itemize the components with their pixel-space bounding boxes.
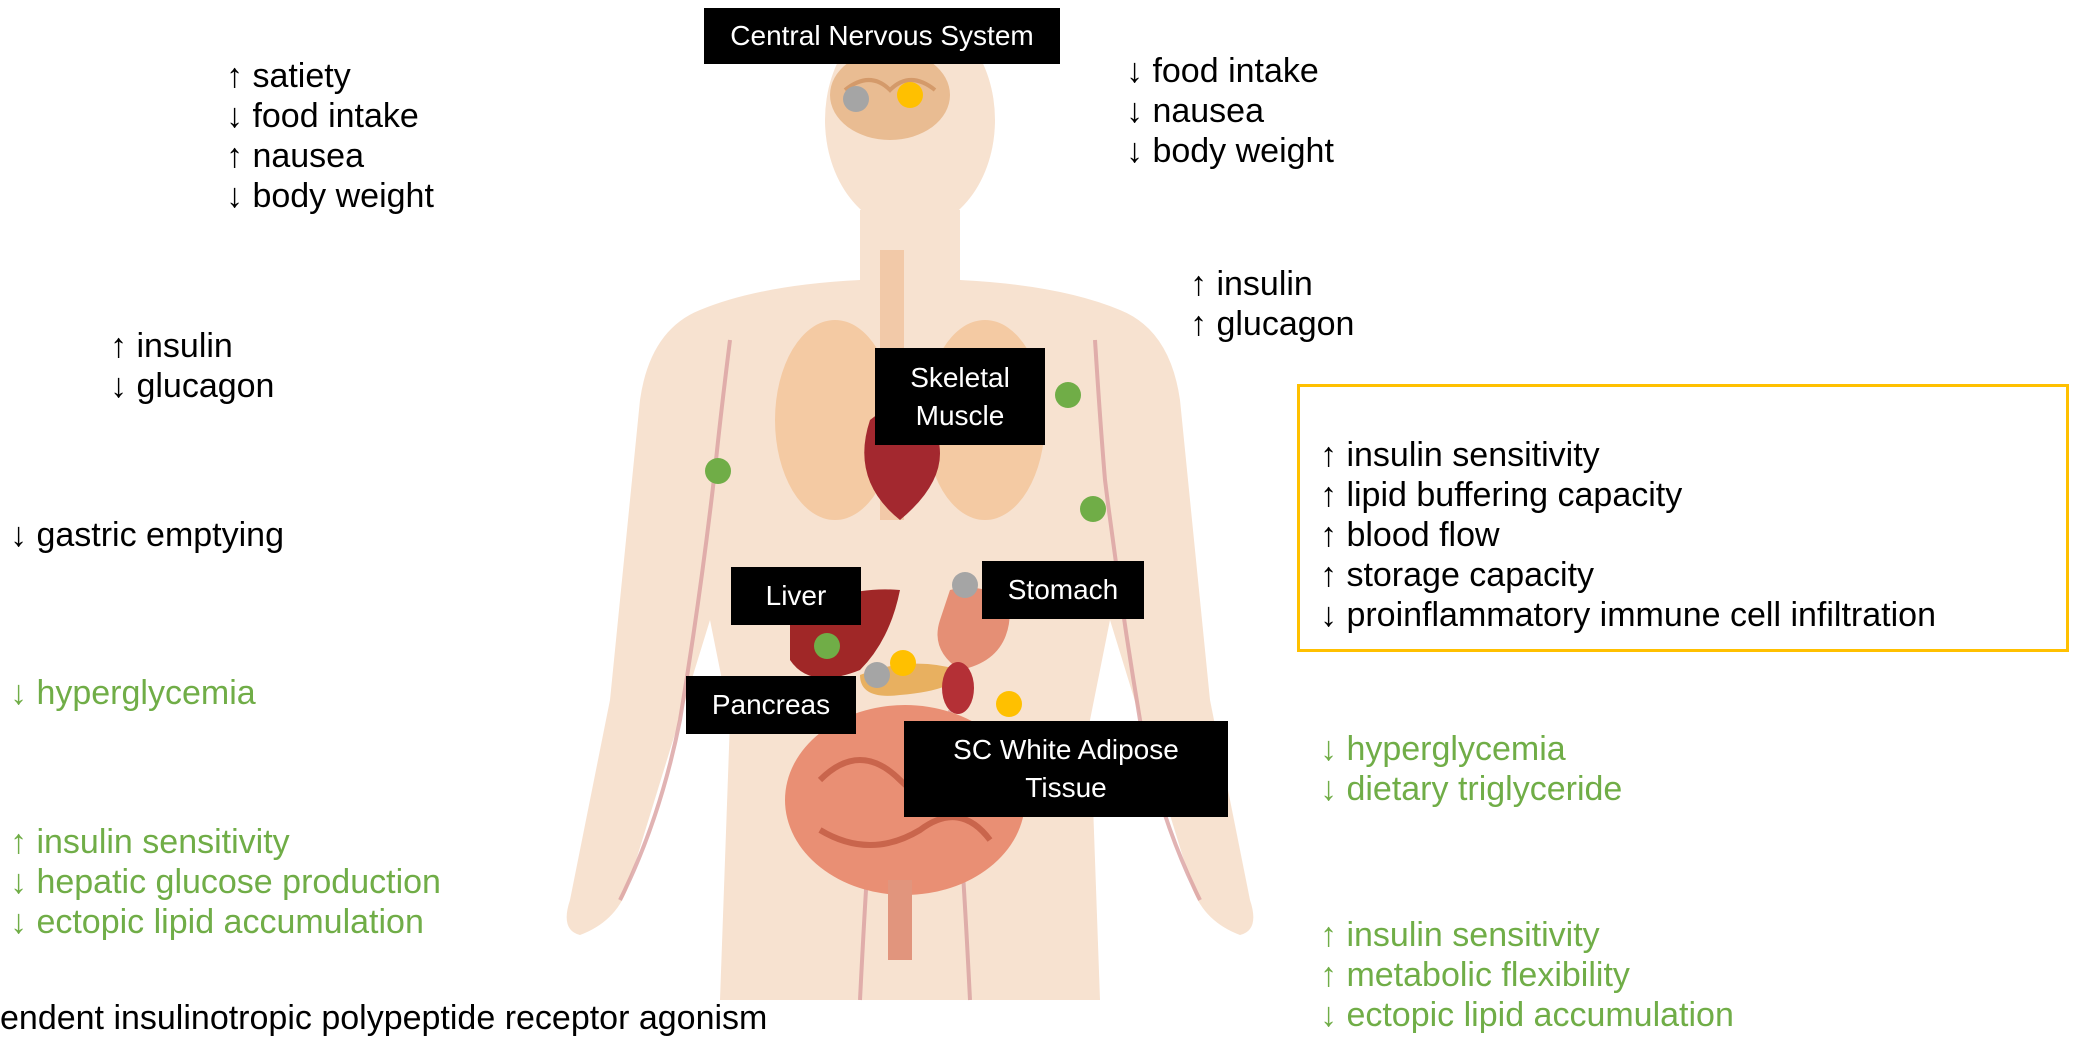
cns-label: Central Nervous System xyxy=(704,8,1060,64)
liver-label: Liver xyxy=(731,567,861,625)
sc-wat-label-line2: Tissue xyxy=(1025,769,1106,807)
pancreas-label: Pancreas xyxy=(686,676,856,734)
liver-effects-left: ↑ insulin sensitivity ↓ hepatic glucose … xyxy=(10,822,441,942)
sc-white-adipose-tissue-label: SC White Adipose Tissue xyxy=(904,721,1228,817)
right-green-effects-1: ↓ hyperglycemia ↓ dietary triglyceride xyxy=(1320,729,1622,809)
adipose-effects: ↑ insulin sensitivity ↑ lipid buffering … xyxy=(1320,435,1936,635)
green-dot-liver xyxy=(814,633,840,659)
gray-dot-stomach xyxy=(952,572,978,598)
stomach-label: Stomach xyxy=(982,561,1144,619)
gray-dot-pancreas xyxy=(864,662,890,688)
yellow-dot-pancreas xyxy=(890,650,916,676)
green-dot-arm-left xyxy=(705,458,731,484)
pancreas-effects-right: ↑ insulin ↑ glucagon xyxy=(1190,264,1354,344)
yellow-dot-adipose xyxy=(996,691,1022,717)
stomach-effects-left: ↓ gastric emptying xyxy=(10,515,284,555)
yellow-dot-cns xyxy=(897,82,923,108)
cns-effects-right: ↓ food intake ↓ nausea ↓ body weight xyxy=(1126,51,1334,171)
gray-dot-cns xyxy=(843,86,869,112)
footer-caption: endent insulinotropic polypeptide recept… xyxy=(0,998,767,1038)
skeletal-muscle-label-line2: Muscle xyxy=(916,397,1005,435)
right-green-effects-2: ↑ insulin sensitivity ↑ metabolic flexib… xyxy=(1320,915,1734,1035)
cns-effects-left: ↑ satiety ↓ food intake ↑ nausea ↓ body … xyxy=(226,56,434,216)
green-dot-arm-right xyxy=(1080,496,1106,522)
skeletal-muscle-label-line1: Skeletal xyxy=(910,359,1010,397)
skeletal-muscle-label: Skeletal Muscle xyxy=(875,348,1045,445)
hyperglycemia-left: ↓ hyperglycemia xyxy=(10,673,256,713)
green-dot-muscle-right xyxy=(1055,382,1081,408)
sc-wat-label-line1: SC White Adipose xyxy=(953,731,1179,769)
pancreas-effects-left: ↑ insulin ↓ glucagon xyxy=(110,326,274,406)
